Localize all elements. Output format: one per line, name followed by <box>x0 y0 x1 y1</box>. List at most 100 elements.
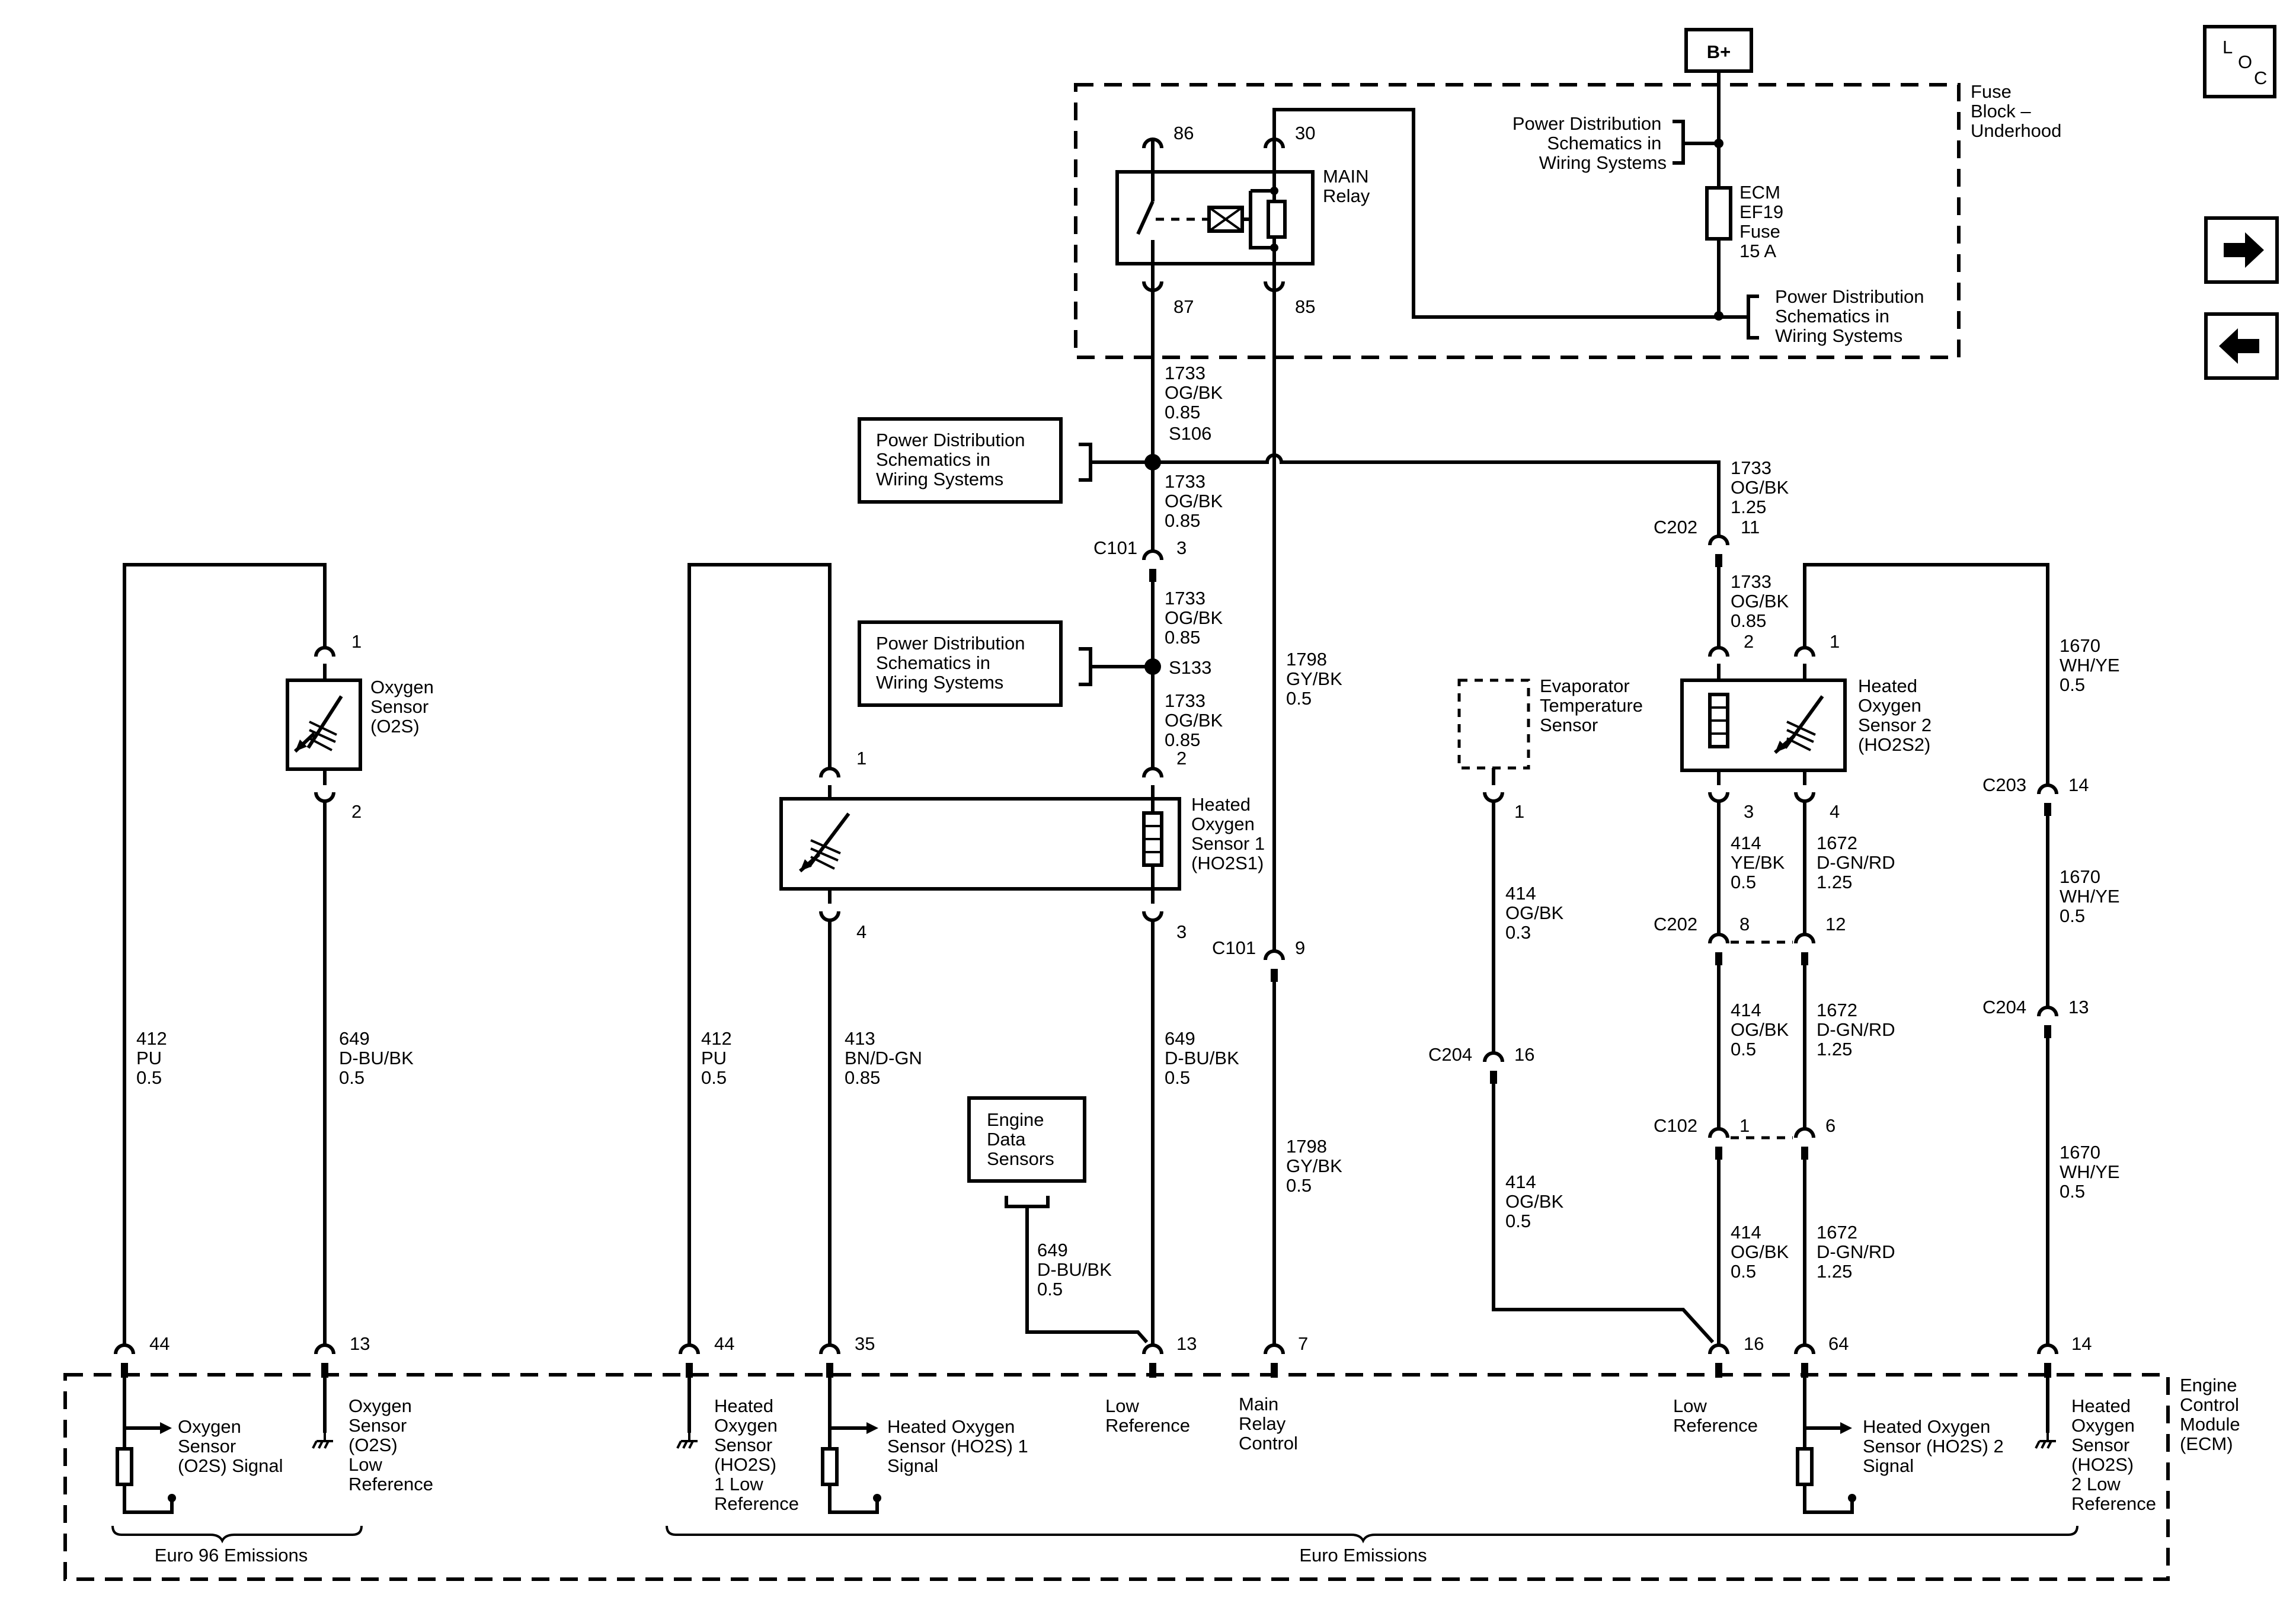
svg-text:2: 2 <box>1744 631 1754 652</box>
wire-414-c: 414 YE/BK 0.5 <box>1731 833 1790 892</box>
svg-text:1: 1 <box>1514 801 1524 822</box>
loc-button[interactable]: L O C <box>2203 25 2276 98</box>
previous-page-button[interactable] <box>2204 312 2279 380</box>
svg-text:C204: C204 <box>1428 1044 1472 1065</box>
wire-1672-b: 1672 D-GN/RD 1.25 <box>1817 1000 1900 1060</box>
svg-text:Power Distribution Schem: Power Distribution Schematics in Wiring … <box>876 633 1030 693</box>
euro96-emissions-label: Euro 96 Emissions <box>155 1545 308 1566</box>
svg-text:3: 3 <box>1176 921 1187 942</box>
oxygen-sensor-o2s: Oxygen Sensor (O2S) <box>286 664 439 785</box>
ho2s1-signal-label: Heated Oxygen Sensor (HO2S) 1 Signal <box>887 1416 1033 1476</box>
wire-1670-b: 1670 WH/YE 0.5 <box>2060 866 2125 926</box>
bplus-terminal: B+ <box>1684 28 1753 73</box>
svg-text:44: 44 <box>149 1333 170 1354</box>
svg-text:Heated Oxygen Sens: Heated Oxygen Sensor 2 (HO2S2) <box>1858 676 1937 755</box>
svg-text:O: O <box>2238 52 2252 72</box>
svg-text:11: 11 <box>1741 517 1760 537</box>
wire-414-b: 414 OG/BK 0.5 <box>1505 1172 1569 1231</box>
wire-412-a: 412 PU 0.5 <box>136 1028 172 1088</box>
wire-414-a: 414 OG/BK 0.3 <box>1505 883 1569 943</box>
svg-text:7: 7 <box>1298 1333 1308 1354</box>
svg-text:4: 4 <box>856 921 866 942</box>
svg-text:12: 12 <box>1825 914 1846 934</box>
svg-text:13: 13 <box>2068 997 2089 1017</box>
svg-text:6: 6 <box>1825 1115 1835 1136</box>
evaporator-temperature-sensor: Evaporator Temperature Sensor <box>1457 676 1643 785</box>
ecm-ho2s1-signal-circuit <box>821 1378 881 1514</box>
svg-text:85: 85 <box>1295 296 1315 317</box>
heated-oxygen-sensor-1: Heated Oxygen Sensor 1 (HO2S1) <box>779 785 1270 904</box>
wire-649-b: 649 D-BU/BK 0.5 <box>1165 1028 1244 1088</box>
svg-text:30: 30 <box>1295 123 1315 143</box>
ecm-o2s-low-ground <box>312 1378 334 1449</box>
svg-text:Power Distribution Schem: Power Distribution Schematics in Wiring … <box>876 430 1030 489</box>
svg-text:Oxygen Sensor (O2S: Oxygen Sensor (O2S) <box>370 677 439 737</box>
svg-text:14: 14 <box>2068 774 2089 795</box>
svg-text:L: L <box>2223 37 2233 57</box>
wire-414-d: 414 OG/BK 0.5 <box>1731 1000 1794 1060</box>
svg-text:Heated Oxygen Sens: Heated Oxygen Sensor 1 (HO2S1) <box>1191 794 1270 873</box>
svg-text:1: 1 <box>1830 631 1840 652</box>
svg-text:C204: C204 <box>1982 997 2026 1017</box>
main-relay: MAIN Relay <box>1115 139 1374 290</box>
fuse-ecm-ef19: ECM EF19 Fuse 15 A <box>1705 182 1789 261</box>
pds-label-fuse-top: Power Distribution Schematics in Wiring … <box>1512 113 1667 173</box>
o2s-low-ref-label: Oxygen Sensor (O2S) Low Reference <box>348 1395 433 1494</box>
bplus-label: B+ <box>1707 41 1731 62</box>
svg-text:16: 16 <box>1744 1333 1764 1354</box>
svg-text:Engine Data Sensor: Engine Data Sensors <box>987 1109 1054 1169</box>
svg-text:44: 44 <box>714 1333 734 1354</box>
svg-text:35: 35 <box>855 1333 875 1354</box>
pds-label-fuse-mid: Power Distribution Schematics in Wiring … <box>1775 286 1929 346</box>
wire-1733-b: 1733 OG/BK 0.85 <box>1165 471 1228 531</box>
wire-1733-e: 1733 OG/BK 1.25 <box>1731 457 1794 517</box>
svg-text:ECM EF19 Fuse: ECM EF19 Fuse 15 A <box>1739 182 1789 261</box>
svg-text:64: 64 <box>1828 1333 1849 1354</box>
svg-text:1: 1 <box>1739 1115 1750 1136</box>
fuse-block-label: Fuse Block – Underhood <box>1971 81 2061 141</box>
wire-1733-c: 1733 OG/BK 0.85 <box>1165 588 1228 648</box>
engine-control-module: Engine Control Module (ECM) <box>63 1373 2245 1581</box>
wire-1670-c: 1670 WH/YE 0.5 <box>2060 1142 2125 1202</box>
low-reference-a-label: Low Reference <box>1105 1395 1190 1436</box>
wire-1672-c: 1672 D-GN/RD 1.25 <box>1817 1222 1900 1282</box>
svg-text:C101: C101 <box>1212 937 1256 958</box>
main-relay-label: MAIN Relay <box>1323 166 1374 206</box>
svg-text:13: 13 <box>350 1333 370 1354</box>
svg-text:S133: S133 <box>1169 657 1211 678</box>
svg-text:13: 13 <box>1176 1333 1197 1354</box>
wire-1672-a: 1672 D-GN/RD 1.25 <box>1817 833 1900 892</box>
svg-text:2: 2 <box>351 801 362 822</box>
wire-1798-b: 1798 GY/BK 0.5 <box>1286 1136 1347 1196</box>
svg-text:4: 4 <box>1830 801 1840 822</box>
svg-text:C203: C203 <box>1982 774 2026 795</box>
next-page-button[interactable] <box>2204 216 2279 284</box>
wire-1733-f: 1733 OG/BK 0.85 <box>1731 571 1794 631</box>
svg-text:8: 8 <box>1739 914 1750 934</box>
pds-box-2: Power Distribution Schematics in Wiring … <box>858 620 1063 707</box>
svg-text:16: 16 <box>1514 1044 1534 1065</box>
svg-text:9: 9 <box>1295 937 1305 958</box>
ecm-ho2s2-signal-circuit <box>1796 1378 1856 1514</box>
euro-emissions-label: Euro Emissions <box>1299 1545 1427 1566</box>
heated-oxygen-sensor-2: Heated Oxygen Sensor 2 (HO2S2) <box>1680 664 1937 785</box>
wire-1670-a: 1670 WH/YE 0.5 <box>2060 635 2125 695</box>
svg-text:3: 3 <box>1744 801 1754 822</box>
ho2s2-low-ref-label: Heated Oxygen Sensor (HO2S) 2 Low Refere… <box>2071 1395 2156 1514</box>
wire-649-c: 649 D-BU/BK 0.5 <box>1037 1240 1117 1299</box>
svg-text:1: 1 <box>856 748 866 769</box>
svg-text:C102: C102 <box>1654 1115 1697 1136</box>
wire-1733-a: 1733 OG/BK 0.85 <box>1165 363 1228 422</box>
svg-text:C101: C101 <box>1093 537 1137 558</box>
wire-1798-a: 1798 GY/BK 0.5 <box>1286 649 1347 709</box>
ecm-pins <box>116 1345 2057 1378</box>
arrow-right-icon <box>2224 232 2264 268</box>
wire-413: 413 BN/D-GN 0.85 <box>845 1028 928 1088</box>
ecm-label: Engine Control Module (ECM) <box>2180 1375 2245 1454</box>
svg-text:C202: C202 <box>1654 517 1697 537</box>
ho2s2-signal-label: Heated Oxygen Sensor (HO2S) 2 Signal <box>1863 1416 2009 1476</box>
main-relay-control-label: Main Relay Control <box>1239 1394 1298 1454</box>
fuse-block-underhood: Fuse Block – Underhood <box>1074 81 2061 359</box>
ecm-ho2s2-low-ground <box>2035 1378 2057 1449</box>
